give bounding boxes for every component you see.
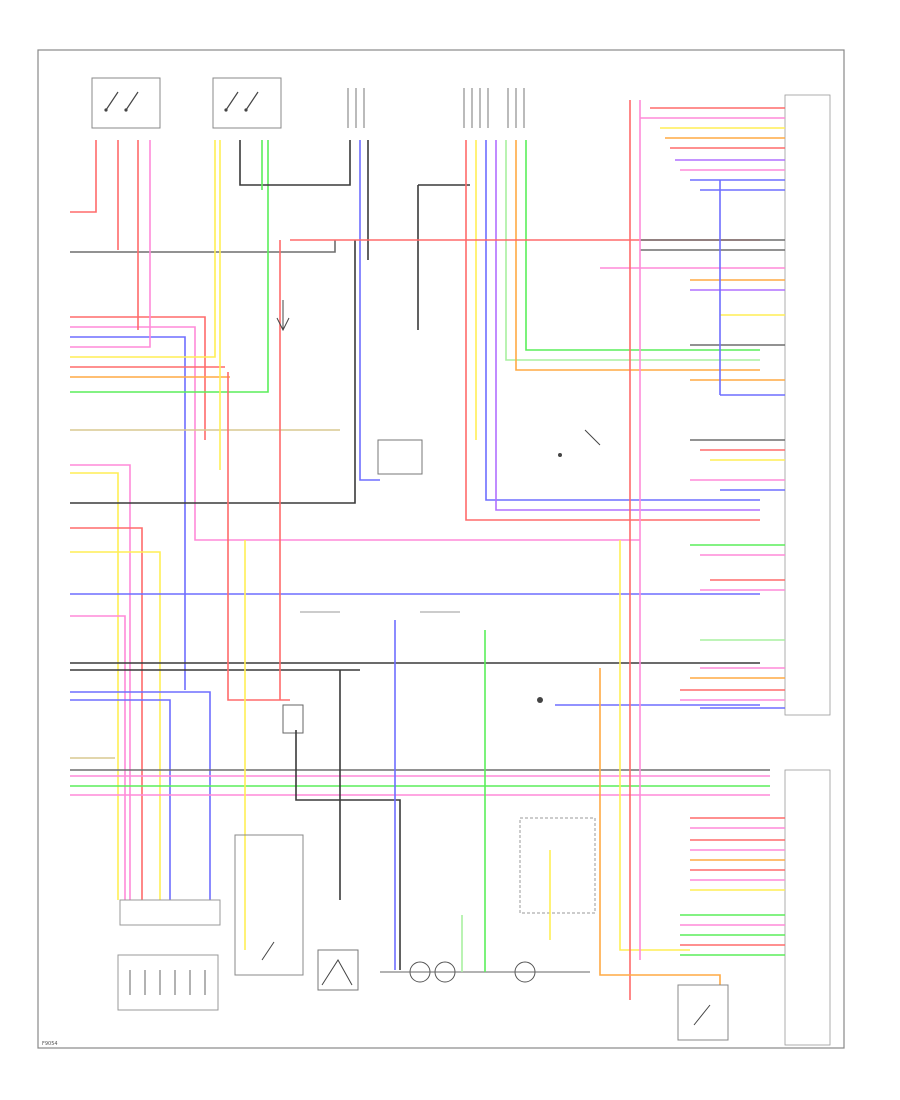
top-connector-b (463, 88, 525, 128)
bottom-harness (295, 620, 590, 983)
top-switch-middle (212, 77, 282, 129)
bottom-fuse-box (461, 630, 596, 972)
left-wire-bundle (70, 140, 770, 900)
bottom-switch-right (677, 984, 729, 1041)
bottom-sensor-b (317, 949, 359, 991)
bottom-sensor-a (234, 834, 304, 976)
top-switch-left (91, 77, 161, 129)
diagram-border (37, 49, 845, 1049)
right-wire-bundle (599, 100, 785, 1010)
top-connector-a (347, 88, 365, 128)
footer-code: F9054 (42, 1041, 58, 1047)
mid-components (276, 300, 760, 734)
ecm-connector-right (784, 94, 831, 1046)
bottom-connector-left (117, 899, 221, 1011)
